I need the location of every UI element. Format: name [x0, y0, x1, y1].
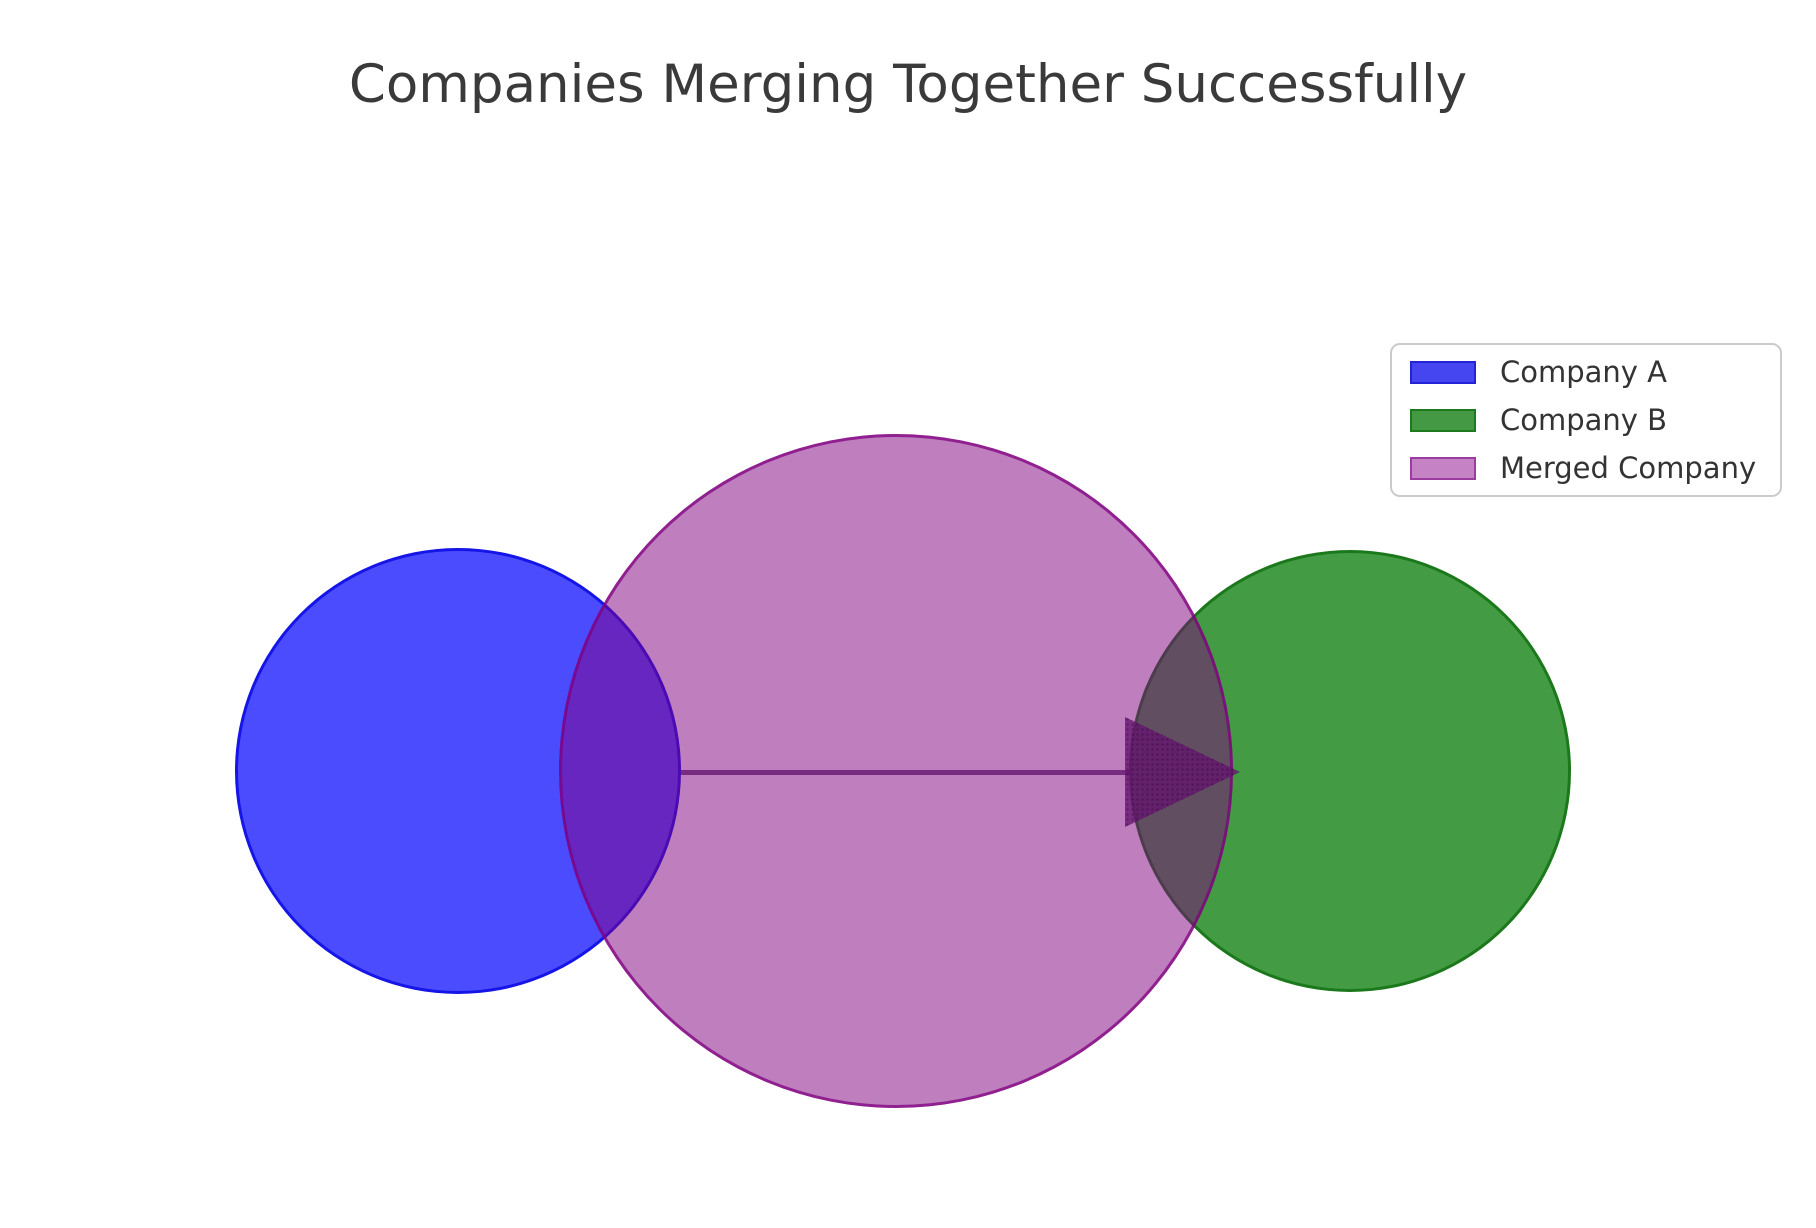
figure-title: Companies Merging Together Successfully — [348, 54, 1468, 115]
legend-swatch-company-b — [1410, 408, 1476, 432]
legend-label-merged-company: Merged Company — [1500, 451, 1757, 485]
legend-label-company-a: Company A — [1500, 355, 1668, 389]
legend-swatch-merged-company — [1410, 456, 1476, 480]
legend: Company A Company B Merged Company — [1390, 343, 1782, 497]
merge-arrow-line — [681, 769, 1131, 775]
legend-label-company-b: Company B — [1500, 403, 1668, 437]
legend-item-company-a: Company A — [1402, 348, 1770, 396]
legend-swatch-company-a — [1410, 360, 1476, 384]
legend-item-company-b: Company B — [1402, 396, 1770, 444]
legend-item-merged-company: Merged Company — [1402, 444, 1770, 492]
